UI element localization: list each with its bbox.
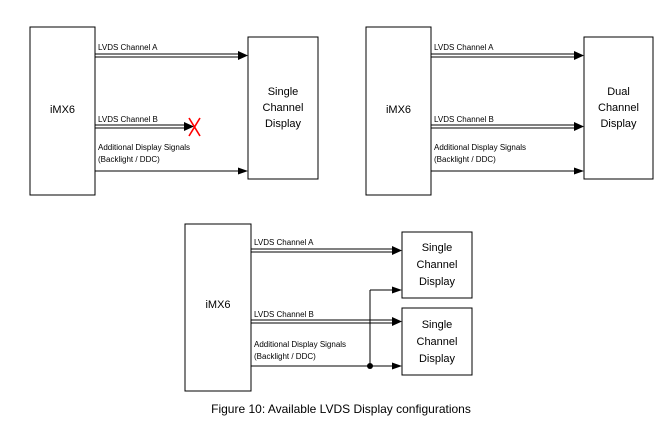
lvds-a-arrow bbox=[574, 51, 584, 60]
extra-signal-arrow-display1 bbox=[392, 286, 402, 294]
single-channel-display-box bbox=[247, 36, 319, 180]
lvds-b-arrow bbox=[392, 317, 402, 326]
lvds-a-label: LVDS Channel A bbox=[254, 238, 314, 247]
imx6-label: iMX6 bbox=[50, 104, 75, 116]
display1-label-line2: Channel bbox=[417, 259, 458, 271]
imx6-box bbox=[29, 26, 96, 196]
extra-signal-label-2: (Backlight / DDC) bbox=[434, 155, 496, 164]
extra-signal-label-2: (Backlight / DDC) bbox=[98, 155, 160, 164]
display2-label-line3: Display bbox=[419, 353, 456, 365]
single-channel-display-2-box bbox=[401, 307, 473, 376]
extra-signal-arrow bbox=[238, 167, 248, 175]
imx6-label: iMX6 bbox=[205, 299, 230, 311]
display2-label-line2: Channel bbox=[417, 336, 458, 348]
extra-signal-label-1: Additional Display Signals bbox=[254, 340, 346, 349]
junction-dot bbox=[367, 363, 373, 369]
diagram-dual-channel: iMX6 Dual Channel Display LVDS Channel A… bbox=[365, 26, 654, 196]
single-channel-display-1-box bbox=[401, 231, 473, 299]
lvds-a-arrow bbox=[238, 51, 248, 60]
figure-caption: Figure 10: Available LVDS Display config… bbox=[211, 402, 471, 416]
lvds-b-arrow bbox=[184, 122, 194, 131]
imx6-box bbox=[365, 26, 432, 196]
display-label-line1: Dual bbox=[607, 86, 630, 98]
lvds-a-arrow bbox=[392, 246, 402, 255]
extra-signal-label-1: Additional Display Signals bbox=[434, 143, 526, 152]
diagram-two-single-displays: iMX6 Single Channel Display Single Chann… bbox=[184, 223, 473, 392]
imx6-box bbox=[184, 223, 252, 392]
diagram-single-channel: iMX6 Single Channel Display LVDS Channel… bbox=[29, 26, 319, 196]
display-label-line1: Single bbox=[268, 86, 299, 98]
lvds-a-label: LVDS Channel A bbox=[98, 43, 158, 52]
display-label-line2: Channel bbox=[263, 102, 304, 114]
display-label-line3: Display bbox=[600, 118, 637, 130]
lvds-b-label: LVDS Channel B bbox=[434, 115, 494, 124]
extra-signal-arrow bbox=[574, 167, 584, 175]
lvds-a-label: LVDS Channel A bbox=[434, 43, 494, 52]
dual-channel-display-box bbox=[583, 36, 654, 180]
imx6-label: iMX6 bbox=[386, 104, 411, 116]
lvds-b-arrow bbox=[574, 122, 584, 131]
extra-signal-label-1: Additional Display Signals bbox=[98, 143, 190, 152]
display2-label-line1: Single bbox=[422, 319, 453, 331]
extra-signal-label-2: (Backlight / DDC) bbox=[254, 352, 316, 361]
lvds-b-label: LVDS Channel B bbox=[254, 310, 314, 319]
display1-label-line1: Single bbox=[422, 242, 453, 254]
lvds-b-label: LVDS Channel B bbox=[98, 115, 158, 124]
extra-signal-arrow-display2 bbox=[392, 362, 402, 370]
display-label-line3: Display bbox=[265, 118, 302, 130]
not-connected-x-icon bbox=[188, 117, 201, 137]
display-label-line2: Channel bbox=[598, 102, 639, 114]
display1-label-line3: Display bbox=[419, 276, 456, 288]
